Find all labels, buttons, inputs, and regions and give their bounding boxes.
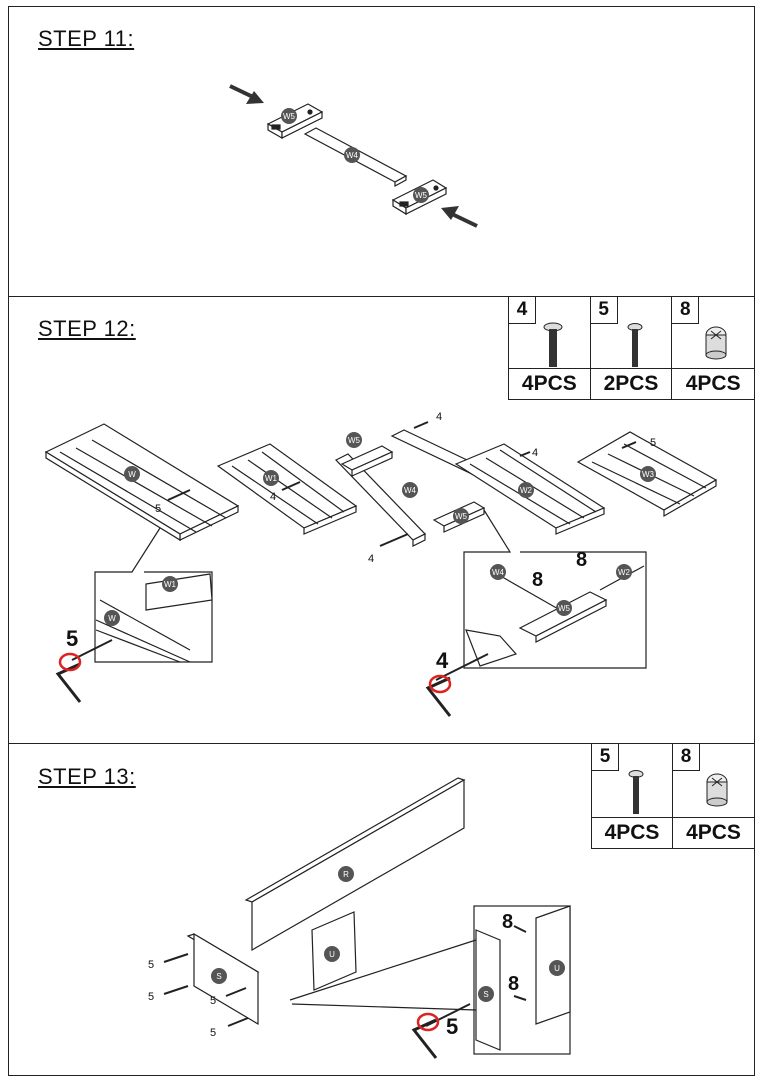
part-cell: 5 2PCS [590, 297, 673, 399]
svg-text:5: 5 [155, 503, 161, 515]
part-number: 8 [673, 744, 700, 771]
rotate-arrow-icon [58, 652, 452, 694]
part-number: 8 [672, 297, 700, 324]
svg-text:W5: W5 [558, 604, 571, 613]
rotate-arrow-icon [416, 1012, 440, 1032]
part-cell: 8 4PCS [673, 744, 754, 848]
svg-text:U: U [329, 950, 335, 959]
part-number: 4 [509, 297, 536, 324]
svg-text:8: 8 [502, 911, 513, 933]
arrow-icon [441, 206, 478, 228]
part-tag-w5: W5 [413, 187, 429, 203]
svg-text:W: W [108, 614, 116, 623]
svg-text:8: 8 [532, 569, 543, 591]
svg-text:8: 8 [576, 549, 587, 571]
panel-r [244, 777, 466, 952]
svg-text:5: 5 [446, 1014, 458, 1039]
svg-text:W5: W5 [415, 191, 428, 200]
svg-text:4: 4 [436, 648, 449, 673]
svg-text:W5: W5 [455, 512, 468, 521]
svg-text:S: S [483, 990, 488, 999]
bolt-icon [628, 770, 644, 814]
part-cell: 5 4PCS [592, 744, 673, 848]
svg-text:5: 5 [148, 991, 154, 1003]
part-tags: R S U S U [211, 866, 565, 1002]
svg-text:4: 4 [436, 411, 442, 423]
svg-text:5: 5 [66, 626, 78, 651]
svg-text:U: U [554, 964, 560, 973]
part-tag-w5: W5 [281, 108, 297, 124]
callout-numbers: 5 5 5 5 5 8 8 [148, 911, 519, 1039]
step-12-title: STEP 12: [38, 316, 136, 341]
part-quantity: 2PCS [590, 368, 672, 399]
svg-text:5: 5 [210, 1027, 216, 1039]
svg-text:5: 5 [210, 995, 216, 1007]
part-number: 5 [590, 297, 618, 324]
panel-w1 [216, 443, 358, 535]
svg-text:W3: W3 [642, 470, 655, 479]
long-bolt-icon [543, 322, 563, 367]
part-quantity: 4PCS [509, 368, 590, 399]
part-tag-w4: W4 [344, 147, 360, 163]
svg-text:W4: W4 [346, 151, 359, 160]
svg-text:W2: W2 [618, 568, 631, 577]
cam-nut-icon [706, 773, 728, 807]
svg-text:5: 5 [650, 437, 656, 449]
svg-text:4: 4 [532, 447, 538, 459]
panel-w [44, 423, 240, 542]
svg-text:4: 4 [368, 553, 374, 565]
callout-numbers: 4 4 4 4 5 5 5 4 8 8 [66, 411, 656, 673]
allen-key-icon [411, 1018, 438, 1059]
part-number: 5 [592, 744, 619, 771]
part-quantity: 4PCS [592, 817, 672, 848]
step-11-title: STEP 11: [38, 26, 135, 51]
bracket-w5 [340, 445, 394, 477]
svg-text:W4: W4 [492, 568, 505, 577]
part-tags: W W1 W5 W4 W5 W2 W3 W1 W W4 W2 W5 [104, 432, 656, 626]
svg-text:W5: W5 [348, 436, 361, 445]
svg-text:W1: W1 [164, 580, 177, 589]
step-12-parts-table: 4 4PCS 5 2PCS 8 4PCS [508, 296, 755, 400]
allen-key-icon [55, 662, 452, 717]
part-cell: 4 4PCS [509, 297, 591, 399]
cam-nut-icon [705, 326, 727, 360]
rail-w4 [335, 453, 426, 547]
svg-text:R: R [343, 870, 349, 879]
part-quantity: 4PCS [673, 817, 754, 848]
svg-text:8: 8 [508, 973, 519, 995]
svg-text:W5: W5 [283, 112, 296, 121]
section-divider [8, 296, 755, 297]
svg-text:S: S [216, 972, 221, 981]
svg-text:W4: W4 [404, 486, 417, 495]
page-frame [8, 6, 755, 1076]
step-13-parts-table: 5 4PCS 8 4PCS [591, 743, 755, 849]
bolt-icon [627, 323, 643, 367]
callout-s-u [289, 905, 571, 1055]
arrow-icon [229, 84, 264, 104]
svg-text:W1: W1 [265, 474, 278, 483]
part-cell: 8 4PCS [672, 297, 754, 399]
svg-text:W2: W2 [520, 486, 533, 495]
svg-text:W: W [128, 470, 136, 479]
part-quantity: 4PCS [672, 368, 754, 399]
step-13-title: STEP 13: [38, 764, 136, 789]
section-divider [8, 743, 755, 744]
svg-text:5: 5 [148, 959, 154, 971]
svg-text:4: 4 [270, 491, 276, 503]
